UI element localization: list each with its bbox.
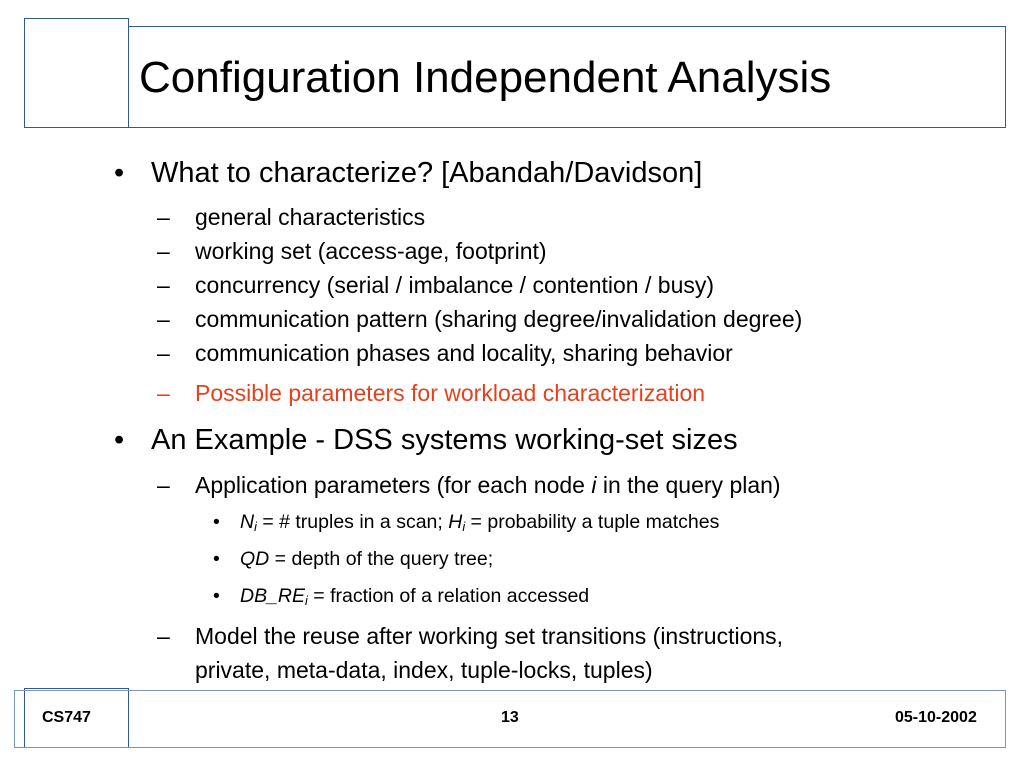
bullet-marker: • [114, 424, 125, 456]
slide-title: Configuration Independent Analysis [139, 53, 832, 102]
dash-marker: – [157, 238, 170, 264]
title-frame-right [128, 26, 1006, 128]
footer-frame-right [14, 690, 1006, 748]
dash-marker: – [157, 204, 170, 230]
subitem-text[interactable]: Possible parameters for workload charact… [195, 380, 706, 406]
bullet-text: An Example - DSS systems working-set siz… [151, 424, 738, 456]
param-text: QD = depth of the query tree; [240, 548, 494, 570]
subitem-text-line2: private, meta-data, index, tuple-locks, … [195, 657, 653, 683]
bullet-marker: • [213, 548, 220, 570]
subitem-text: communication pattern (sharing degree/in… [195, 306, 803, 332]
bullet-marker: • [213, 511, 220, 533]
subitem-text-line1: Model the reuse after working set transi… [195, 623, 784, 649]
dash-marker: – [157, 306, 170, 332]
bullet-marker: • [114, 157, 125, 189]
subitem-text: Application parameters (for each node i … [195, 472, 781, 498]
dash-marker: – [157, 380, 170, 406]
footer-course: CS747 [42, 709, 91, 726]
subitem-text: working set (access-age, footprint) [195, 238, 547, 264]
subitem-text: communication phases and locality, shari… [195, 340, 733, 366]
title-frame-left [24, 18, 129, 128]
param-text: DB_REi = fraction of a relation accessed [240, 585, 590, 609]
subitem-text: general characteristics [195, 204, 426, 230]
bullet-marker: • [213, 585, 220, 607]
dash-marker: – [157, 340, 170, 366]
subitem-text: concurrency (serial / imbalance / conten… [195, 272, 715, 298]
dash-marker: – [157, 472, 170, 498]
footer-date: 05-10-2002 [895, 709, 977, 726]
dash-marker: – [157, 623, 170, 649]
dash-marker: – [157, 272, 170, 298]
bullet-text: What to characterize? [Abandah/Davidson] [151, 157, 703, 189]
param-text: Ni = # truples in a scan; Hi = probabili… [240, 511, 720, 535]
footer-page-number: 13 [501, 709, 519, 726]
